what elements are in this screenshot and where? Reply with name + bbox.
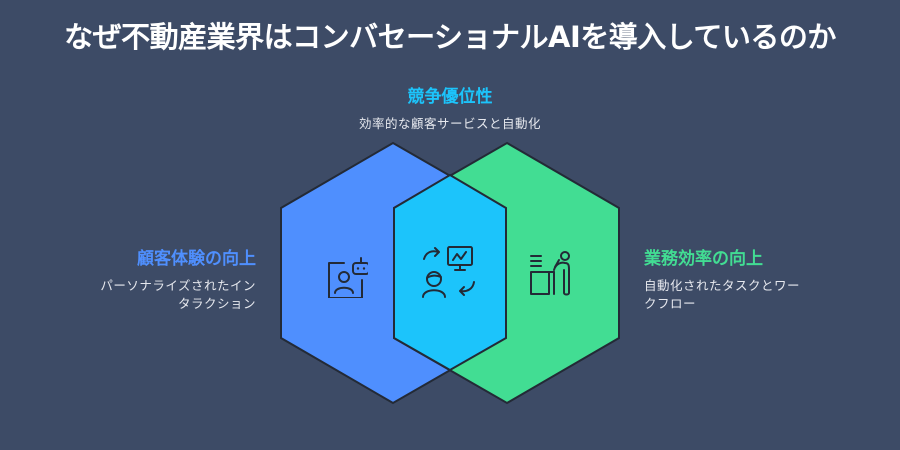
operational-efficiency-label: 業務効率の向上 [644,249,763,269]
person-chart-exchange-icon [422,246,475,298]
operational-efficiency-description-line2: クフロー [644,296,697,311]
competitive-advantage-description: 効率的な顧客サービスと自動化 [358,116,541,131]
operational-efficiency-description-line1: 自動化されたタスクとワー [644,278,801,293]
person-at-desk-icon [530,251,570,296]
competitive-advantage-label: 競争優位性 [407,87,493,107]
customer-experience-description-line1: パーソナライズされたイン [100,278,256,293]
user-chatbot-icon [328,257,368,298]
customer-experience-description-line2: タラクション [177,296,256,311]
customer-experience-description: パーソナライズされたイン タラクション [60,277,256,313]
operational-efficiency-description: 自動化されたタスクとワー クフロー [644,277,864,313]
page-title: なぜ不動産業界はコンバセーショナルAIを導入しているのか [64,20,836,54]
hexagon-competitive-advantage [393,173,507,372]
customer-experience-label: 顧客体験の向上 [137,249,256,269]
